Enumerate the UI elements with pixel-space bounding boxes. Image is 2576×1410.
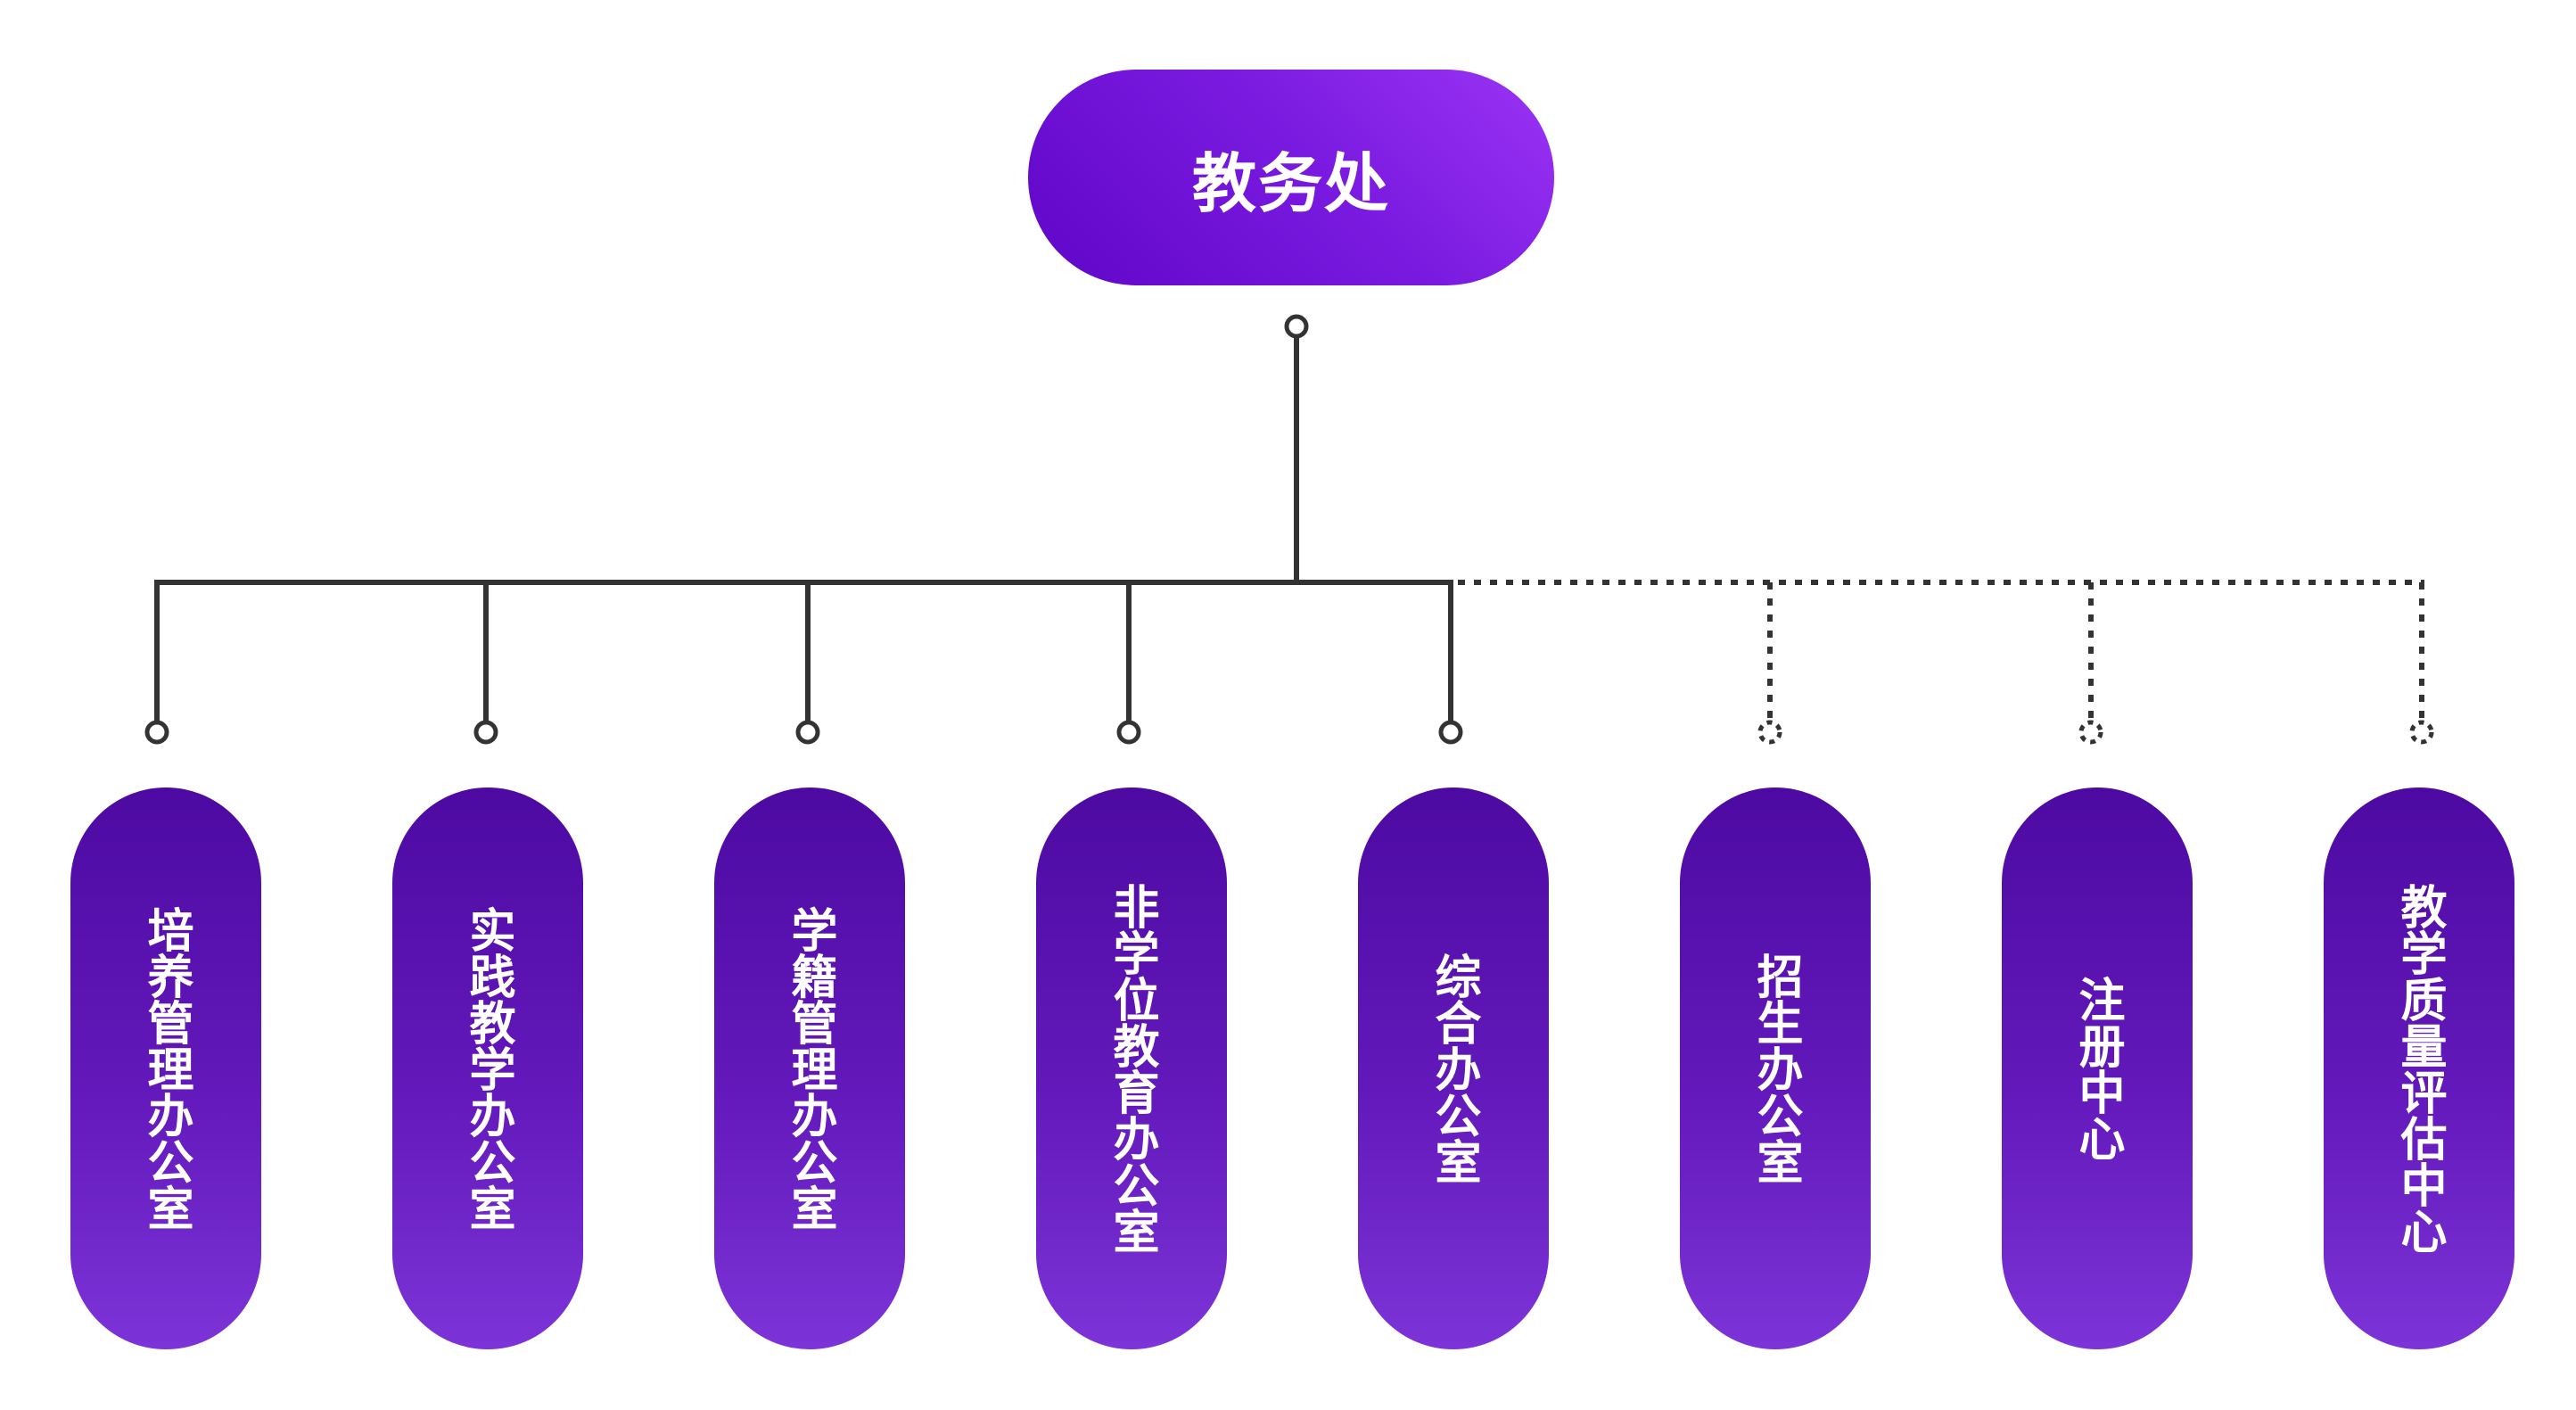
- office-node-registry: 学籍管理办公室: [714, 787, 905, 1349]
- root-label: 教务处: [1191, 145, 1390, 221]
- office-node-practice: 实践教学办公室: [392, 787, 583, 1349]
- office-connector-dot: [2409, 720, 2434, 745]
- office-node-quality: 教学质量评估中心: [2324, 787, 2514, 1349]
- office-node-general: 综合办公室: [1358, 787, 1549, 1349]
- office-node-admissions: 招生办公室: [1680, 787, 1871, 1349]
- office-label: 培养管理办公室: [139, 906, 193, 1231]
- office-label: 教学质量评估中心: [2392, 883, 2446, 1254]
- office-node-registration: 注册中心: [2002, 787, 2193, 1349]
- office-connector-dot: [473, 720, 498, 745]
- office-label: 非学位教育办公室: [1105, 883, 1158, 1254]
- office-label: 学籍管理办公室: [783, 906, 836, 1231]
- office-node-nondegree: 非学位教育办公室: [1036, 787, 1227, 1349]
- office-node-training: 培养管理办公室: [70, 787, 261, 1349]
- office-label: 实践教学办公室: [461, 906, 514, 1231]
- root-connector-dot: [1284, 314, 1309, 339]
- office-label: 注册中心: [2070, 976, 2124, 1161]
- office-connector-dot: [2078, 720, 2103, 745]
- office-connector-dot: [1757, 720, 1782, 745]
- office-connector-dot: [795, 720, 820, 745]
- root-node: 教务处: [1028, 70, 1554, 285]
- office-connector-dot: [144, 720, 169, 745]
- office-label: 招生办公室: [1749, 952, 1802, 1184]
- office-label: 综合办公室: [1427, 952, 1480, 1184]
- office-connector-dot: [1116, 720, 1141, 745]
- office-connector-dot: [1438, 720, 1463, 745]
